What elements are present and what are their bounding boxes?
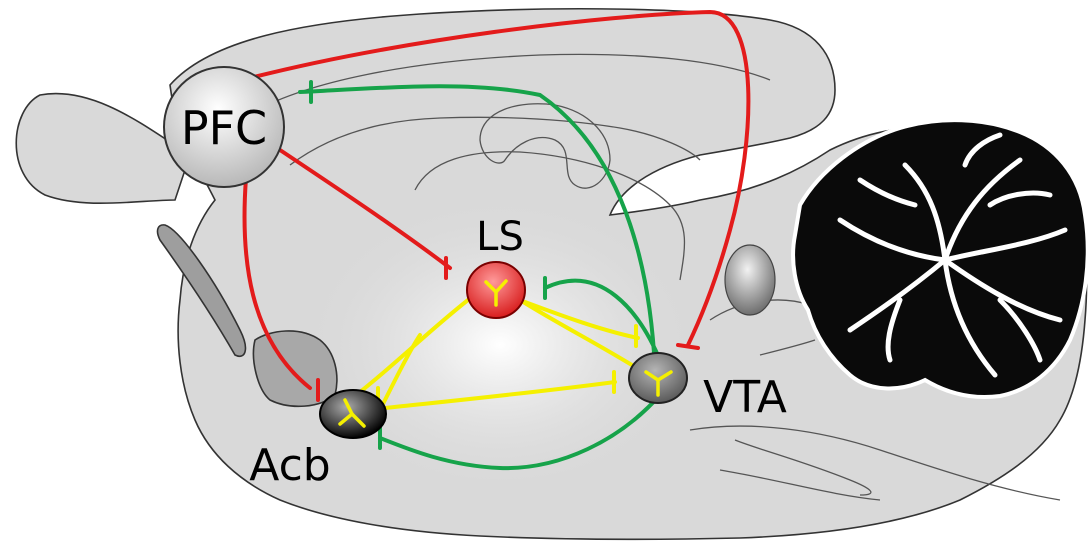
acb-label: Acb [249, 440, 330, 491]
cerebellum [793, 120, 1088, 397]
vta-label: VTA [703, 372, 787, 423]
pineal-gland [725, 245, 775, 315]
node-pfc[interactable]: PFC [164, 67, 284, 187]
ls-label: LS [476, 214, 524, 260]
olfactory-bulb [16, 94, 190, 204]
pfc-label: PFC [181, 101, 267, 155]
